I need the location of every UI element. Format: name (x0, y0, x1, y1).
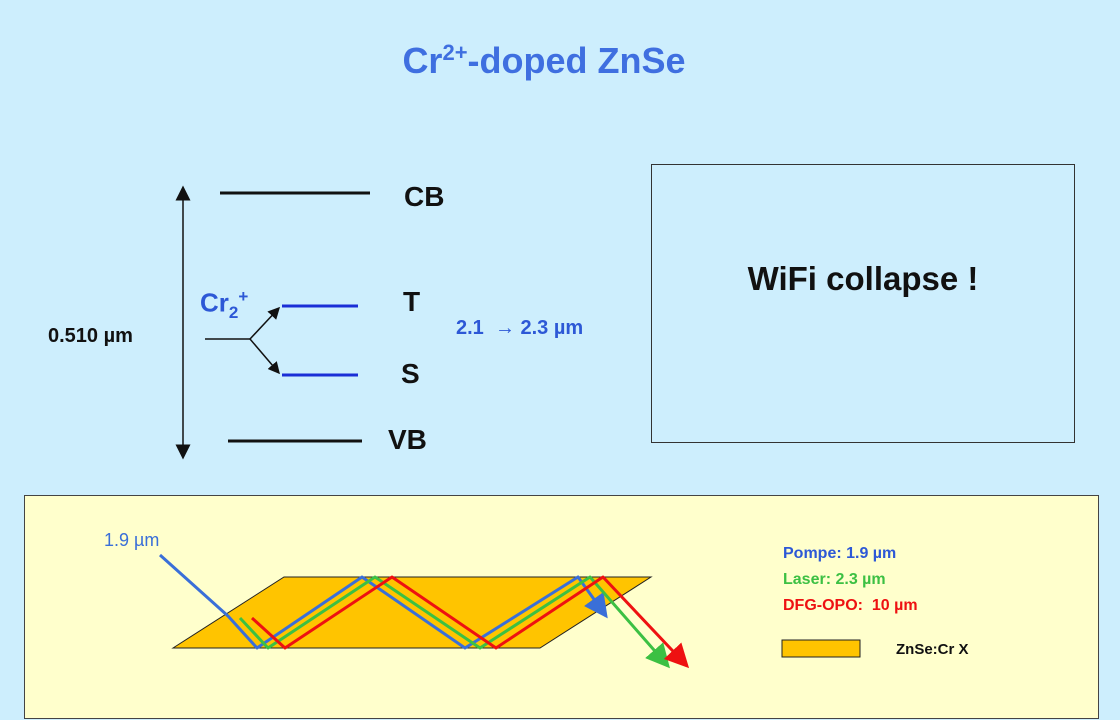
transition-from: 2.1 (456, 317, 484, 339)
cb-label: CB (404, 181, 445, 212)
transition-to: 2.3 µm (520, 317, 584, 339)
legend-pump: Pompe: 1.9 µm (783, 545, 897, 562)
title-superscript: 2+ (442, 40, 468, 65)
cr-ion-base: Cr (200, 287, 229, 318)
wifi-box-text: WiFi collapse ! (747, 259, 979, 297)
title-rest: -doped ZnSe (467, 40, 686, 81)
crystal-legend-swatch (781, 639, 861, 658)
legend-material: ZnSe:Cr X (896, 641, 969, 658)
pump-wavelength-label: 1.9 µm (104, 530, 160, 550)
legend-laser: Laser: 2.3 µm (783, 571, 886, 588)
pump-beam (158, 553, 608, 650)
cr-ion-subscript: 2 (228, 302, 239, 322)
legend-dfg: DFG-OPO: 10 µm (783, 597, 918, 615)
splitting-branch-down (249, 338, 280, 375)
splitting-branch-up (249, 306, 281, 340)
transition-arrow-icon: → (494, 317, 515, 339)
cr-ion-superscript: + (238, 287, 249, 306)
transition-label: 2.1 → 2.3 µm (456, 317, 583, 340)
cr-ion-label: Cr2+ (200, 287, 248, 323)
s-label: S (401, 358, 420, 389)
dfg-beam (250, 575, 690, 669)
legend-dfg-value: 10 µm (871, 597, 918, 614)
legend-dfg-prefix: DFG-OPO: (783, 597, 863, 614)
laser-beam (238, 575, 670, 669)
page-title: Cr2+-doped ZnSe (0, 40, 1088, 82)
wifi-box: WiFi collapse ! (651, 164, 1075, 443)
t-label: T (403, 286, 421, 317)
title-main: Cr (402, 40, 443, 81)
vb-label: VB (388, 424, 427, 455)
gap-label: 0.510 µm (48, 325, 133, 347)
